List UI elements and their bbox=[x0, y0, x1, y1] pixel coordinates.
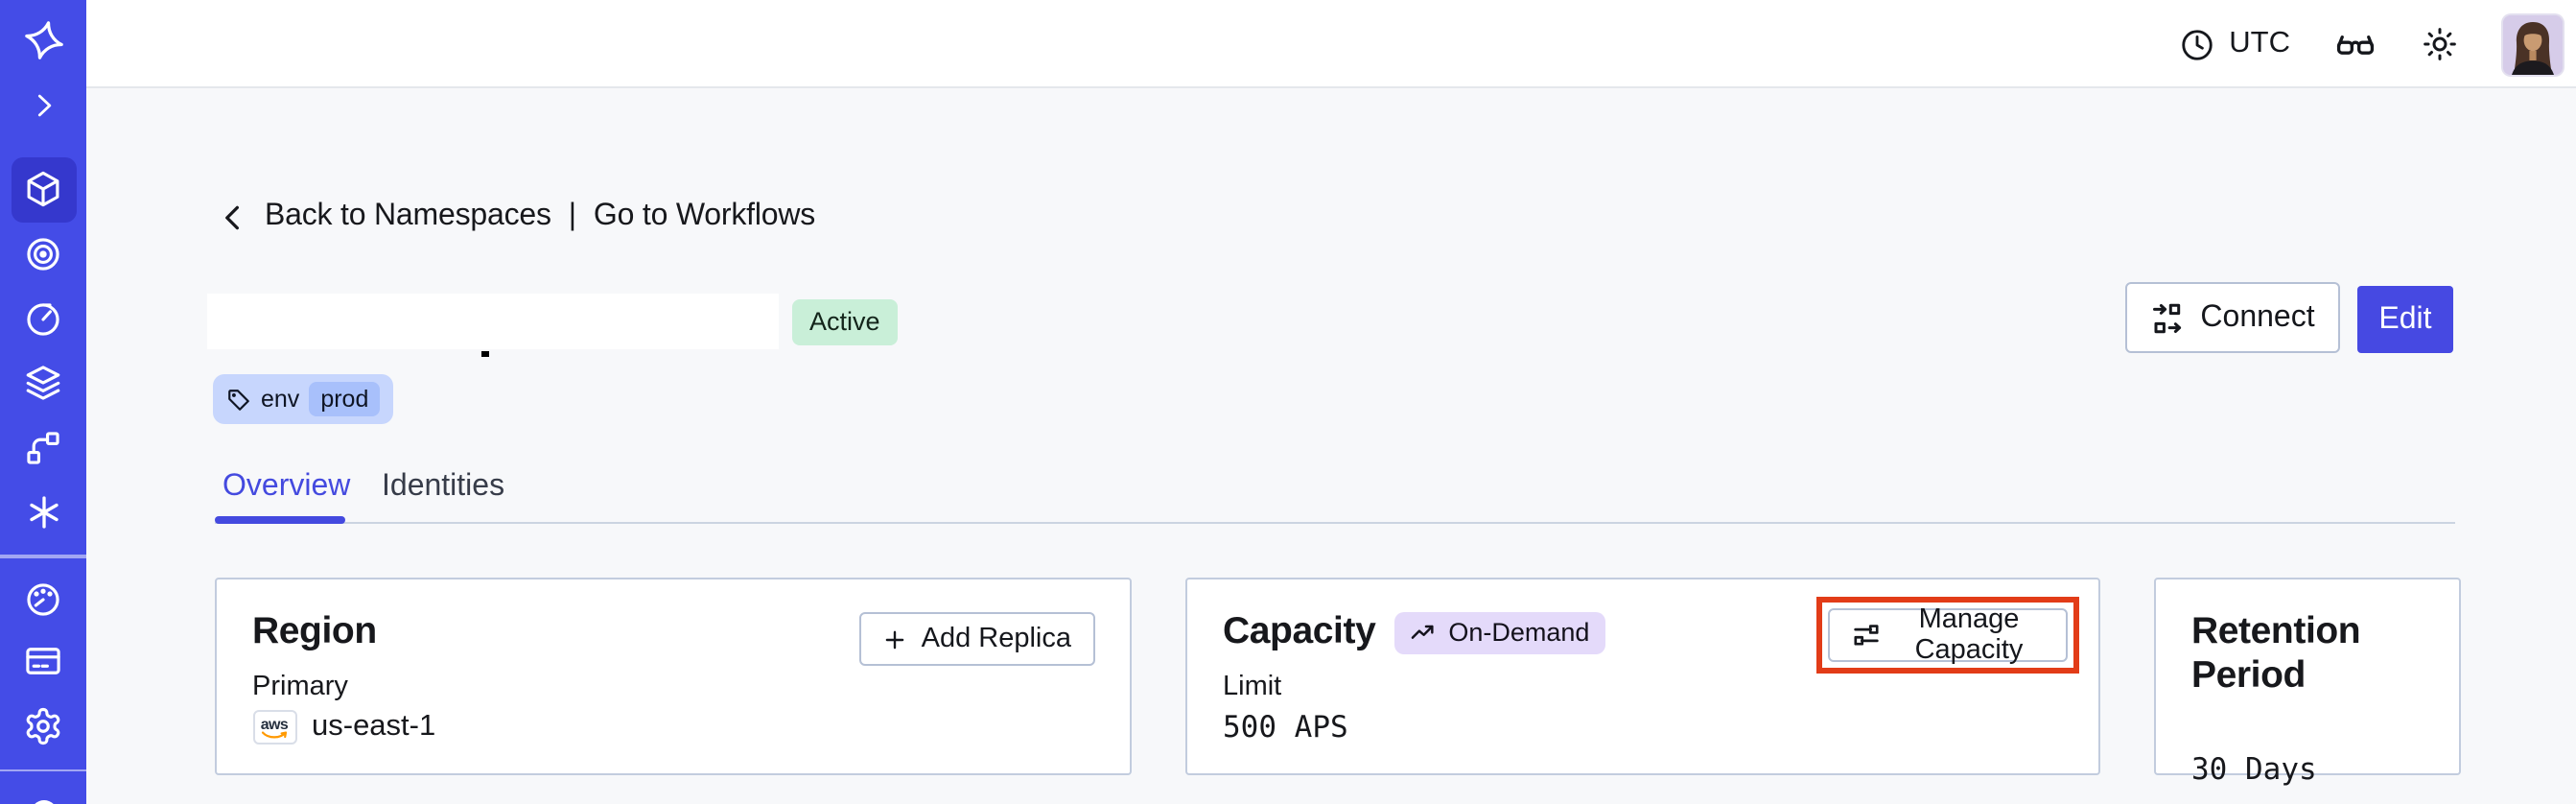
add-replica-label: Add Replica bbox=[921, 624, 1071, 654]
plus-icon bbox=[883, 627, 908, 651]
region-card: Region Add Replica Primary aws us-east-1 bbox=[214, 578, 1131, 775]
sidebar-bottom-circle-icon[interactable] bbox=[30, 799, 57, 804]
capacity-row-label: Limit bbox=[1223, 672, 1282, 702]
annotation-highlight-box: Manage Capacity bbox=[1815, 597, 2078, 674]
namespace-title-redacted bbox=[207, 294, 779, 349]
retention-card-title: Retention Period bbox=[2191, 610, 2361, 697]
tag-icon bbox=[226, 387, 251, 412]
retention-value: 30 Days bbox=[2191, 752, 2317, 787]
chevron-left-icon bbox=[219, 202, 247, 231]
region-row-label: Primary bbox=[252, 672, 348, 702]
light-mode-sun-icon[interactable] bbox=[2421, 25, 2459, 63]
manage-capacity-button[interactable]: Manage Capacity bbox=[1827, 604, 2067, 666]
tabs-divider-track bbox=[214, 521, 2454, 523]
go-to-workflows-link[interactable]: Go to Workflows bbox=[593, 200, 816, 232]
manage-capacity-label: Manage Capacity bbox=[1914, 604, 2024, 666]
region-card-title: Region bbox=[252, 610, 377, 652]
sidebar-item-asterisk-icon[interactable] bbox=[0, 492, 86, 531]
sliders-icon bbox=[1850, 620, 1881, 650]
edit-button[interactable]: Edit bbox=[2357, 286, 2453, 353]
status-badge-label: Active bbox=[809, 307, 880, 336]
tag-key: env bbox=[261, 386, 300, 413]
sidebar-divider bbox=[0, 769, 86, 771]
active-tab-underline bbox=[214, 516, 344, 523]
tab-overview[interactable]: Overview bbox=[222, 470, 351, 503]
connect-button[interactable]: Connect bbox=[2125, 282, 2340, 353]
retention-card: Retention Period 30 Days bbox=[2153, 578, 2460, 787]
region-value: us-east-1 bbox=[312, 710, 436, 743]
namespace-tag-chip[interactable]: env prod bbox=[213, 374, 394, 424]
breadcrumb[interactable]: Back to Namespaces | Go to Workflows bbox=[219, 194, 815, 240]
ondemand-badge-label: On-Demand bbox=[1448, 618, 1590, 647]
sidebar-item-branch-pipeline-icon[interactable] bbox=[0, 427, 86, 467]
aws-logo-text: aws bbox=[260, 715, 289, 732]
overview-cards-row: Region Add Replica Primary aws us-east-1 bbox=[214, 578, 2460, 787]
sidebar-item-rings-icon[interactable] bbox=[0, 233, 86, 273]
main-content: Back to Namespaces | Go to Workflows Act… bbox=[86, 88, 2576, 804]
ondemand-badge: On-Demand bbox=[1394, 611, 1605, 653]
sidebar-item-settings-gear-icon[interactable] bbox=[0, 706, 86, 746]
sidebar-item-namespaces-cube-icon[interactable] bbox=[0, 169, 86, 209]
sidebar-item-layers-icon[interactable] bbox=[0, 363, 86, 403]
connect-route-icon bbox=[2150, 300, 2185, 335]
sidebar-expand-chevron-icon[interactable] bbox=[0, 92, 86, 119]
glasses-icon[interactable] bbox=[2334, 23, 2377, 65]
sidebar-item-usage-gauge-icon[interactable] bbox=[0, 579, 86, 619]
capacity-card: Capacity On-Demand bbox=[1184, 578, 2099, 775]
sidebar-nav bbox=[0, 0, 86, 804]
sidebar-item-billing-card-icon[interactable] bbox=[0, 641, 86, 681]
edit-button-label: Edit bbox=[2378, 302, 2432, 335]
status-badge: Active bbox=[792, 298, 898, 344]
namespace-title-fragment bbox=[481, 350, 488, 357]
breadcrumb-divider: | bbox=[568, 200, 576, 232]
back-to-namespaces-link[interactable]: Back to Namespaces bbox=[265, 200, 551, 232]
timezone-label: UTC bbox=[2229, 27, 2290, 59]
sidebar-item-history-clock-icon[interactable] bbox=[0, 298, 86, 339]
connect-button-label: Connect bbox=[2200, 300, 2315, 333]
topbar: UTC bbox=[86, 0, 2576, 88]
tag-value-pill: prod bbox=[309, 382, 381, 416]
user-avatar[interactable] bbox=[2503, 14, 2563, 74]
clock-icon bbox=[2179, 26, 2215, 62]
sidebar-divider bbox=[0, 555, 86, 557]
capacity-card-title: Capacity bbox=[1223, 610, 1376, 652]
temporal-logo-icon[interactable] bbox=[0, 19, 86, 61]
timezone-selector[interactable]: UTC bbox=[2179, 26, 2290, 62]
tab-identities[interactable]: Identities bbox=[382, 470, 505, 503]
add-replica-button[interactable]: Add Replica bbox=[859, 612, 1094, 666]
trend-up-icon bbox=[1410, 619, 1437, 646]
capacity-value: 500 APS bbox=[1223, 710, 1348, 745]
aws-logo: aws bbox=[252, 710, 296, 745]
